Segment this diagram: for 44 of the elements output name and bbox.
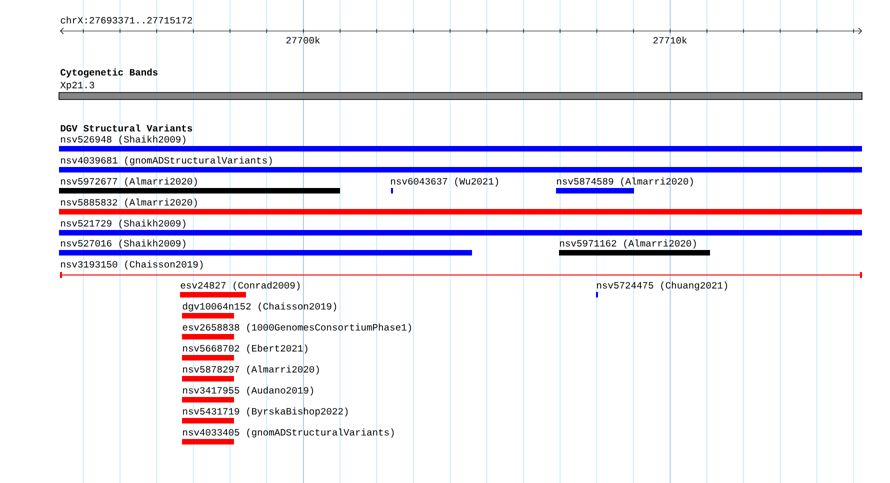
track-heading: Cytogenetic Bands <box>60 68 158 78</box>
variant-feature: nsv5668702 (Ebert2021) <box>182 344 308 360</box>
node-label: esv2658838 (1000GenomesConsortiumPhase1) <box>182 324 411 332</box>
variant-feature: esv2658838 (1000GenomesConsortiumPhase1) <box>182 324 411 340</box>
node-label: nsv5972677 (Almarri2020) <box>61 178 197 186</box>
variant-feature: nsv3417955 (Audano2019) <box>182 386 314 402</box>
node-label: esv24827 (Conrad2009) <box>180 282 300 290</box>
variant-feature: dgv10064n152 (Chaisson2019) <box>182 302 336 318</box>
node-label: nsv5885832 (Almarri2020) <box>61 198 197 208</box>
variant-feature: nsv5724475 (Chuang2021) <box>596 282 728 298</box>
variant-feature: nsv4033405 (gnomADStructuralVariants) <box>182 428 394 444</box>
variant-feature: nsv527016 (Shaikh2009) <box>59 240 472 256</box>
variant-feature: nsv3193150 (Chaisson2019) <box>60 260 862 278</box>
node-label: nsv5724475 (Chuang2021) <box>597 282 728 290</box>
variant-feature: nsv6043637 (Wu2021) <box>391 178 498 194</box>
node-label: nsv5668702 (Ebert2021) <box>183 344 308 354</box>
node-label: nsv526948 (Shaikh2009) <box>61 136 186 144</box>
variant-feature: esv24827 (Conrad2009) <box>180 282 300 298</box>
cytoband: Xp21.3 <box>58 82 862 100</box>
node-label: nsv5878297 (Almarri2020) <box>183 366 319 374</box>
variant-feature: nsv5885832 (Almarri2020) <box>59 198 862 214</box>
node-label: nsv521729 (Shaikh2009) <box>61 220 186 228</box>
variant-feature: nsv5972677 (Almarri2020) <box>59 178 340 194</box>
track-heading: DGV Structural Variants <box>60 124 193 132</box>
tick-label: 27710k <box>652 36 688 44</box>
ruler-label: chrX:27693371..27715172 <box>60 16 193 24</box>
node-label: nsv5874589 (Almarri2020) <box>557 178 693 186</box>
tick-label: 27700k <box>286 36 320 44</box>
variant-feature: nsv5431719 (ByrskaBishop2022) <box>182 408 348 424</box>
node-label: nsv527016 (Shaikh2009) <box>61 240 186 248</box>
node-label: nsv4033405 (gnomADStructuralVariants) <box>183 428 394 438</box>
variant-feature: nsv5971162 (Almarri2020) <box>559 240 710 256</box>
node-label: nsv3417955 (Audano2019) <box>183 386 314 396</box>
variant-feature: nsv5878297 (Almarri2020) <box>182 366 319 382</box>
variant-feature: nsv4039681 (gnomADStructuralVariants) <box>59 156 862 172</box>
node-label: nsv5971162 (Almarri2020) <box>560 240 696 248</box>
node-label: Xp21.3 <box>60 82 94 90</box>
node-label: nsv4039681 (gnomADStructuralVariants) <box>61 156 272 166</box>
variant-feature: nsv521729 (Shaikh2009) <box>59 220 862 236</box>
node-label: nsv6043637 (Wu2021) <box>391 178 498 186</box>
variant-feature: nsv526948 (Shaikh2009) <box>59 136 862 152</box>
variant-feature: nsv5874589 (Almarri2020) <box>556 178 693 194</box>
node-label: dgv10064n152 (Chaisson2019) <box>182 302 336 312</box>
node-label: nsv5431719 (ByrskaBishop2022) <box>183 408 348 416</box>
